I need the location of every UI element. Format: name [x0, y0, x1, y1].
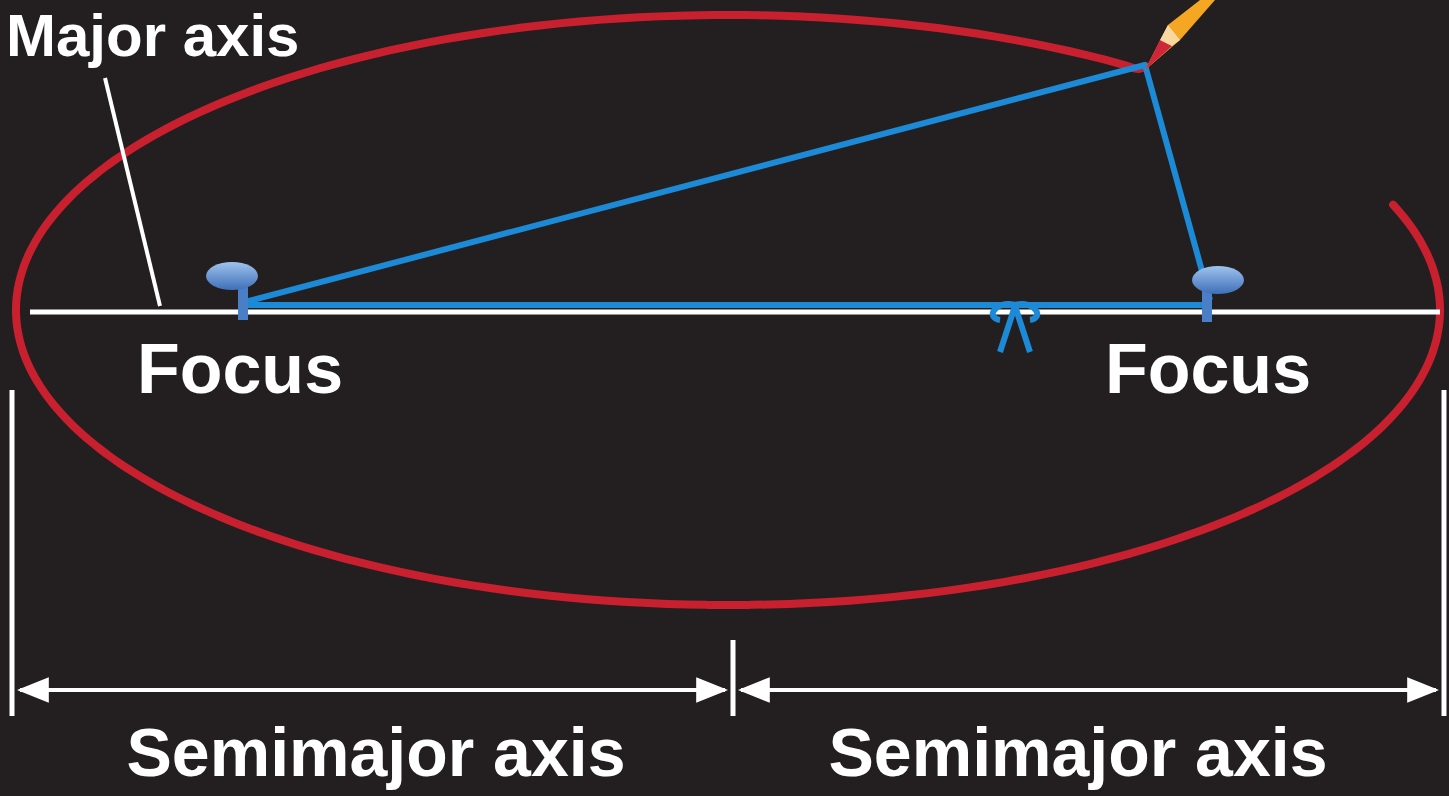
pencil [1145, 0, 1215, 70]
ellipse-curve [16, 15, 1440, 605]
pin-left [206, 262, 258, 320]
focus-label: Focus [137, 334, 343, 404]
string-loop [245, 65, 1210, 352]
pin-right [1192, 266, 1244, 322]
axis-label: Major axis [6, 6, 299, 66]
ellipse-path [16, 15, 1440, 605]
dimension-label: Semimajor axis [127, 718, 626, 786]
focus-label: Focus [1105, 334, 1311, 404]
dimension-label: Semimajor axis [829, 718, 1328, 786]
dimension-lines [12, 390, 1444, 716]
leader-line [105, 78, 160, 306]
